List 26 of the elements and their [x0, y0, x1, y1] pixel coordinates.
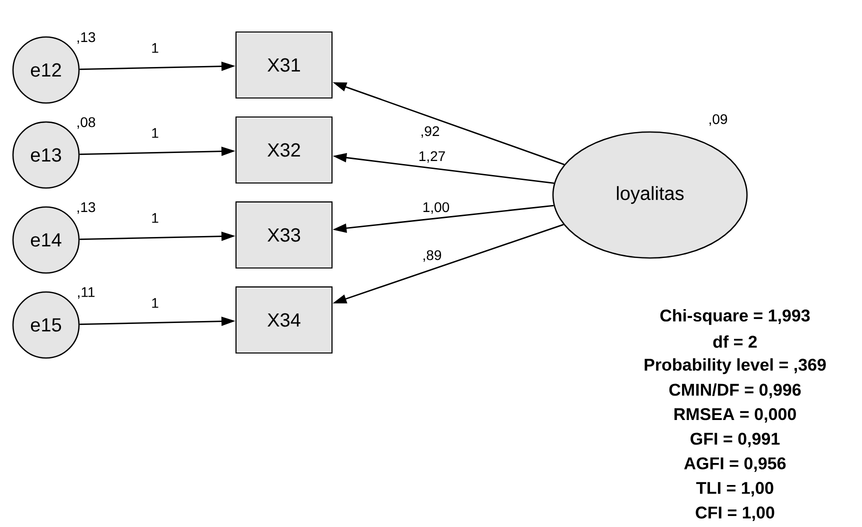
- variance-label: ,11: [78, 287, 95, 299]
- variance-label: ,08: [78, 117, 96, 129]
- fit-statistic: RMSEA = 0,000: [674, 408, 796, 423]
- observed-box: X32: [235, 116, 333, 184]
- fit-statistic: CFI = 1,00: [696, 506, 774, 522]
- observed-box: X33: [235, 201, 333, 269]
- edge-label: ,89: [421, 249, 443, 263]
- fit-statistic: Chi-square = 1,993: [660, 309, 810, 325]
- variance-label: ,09: [710, 114, 728, 126]
- edge-label: 1: [150, 212, 160, 224]
- edge-label: 1: [150, 297, 160, 309]
- fit-statistic: CMIN/DF = 0,996: [669, 383, 801, 398]
- fit-statistic: TLI = 1,00: [696, 482, 774, 496]
- variance-label: ,13: [78, 202, 96, 214]
- edge-label: 1: [150, 127, 160, 139]
- fit-statistic: df = 2: [713, 335, 757, 348]
- edge-label: 1,00: [421, 201, 451, 215]
- edge-label: 1,27: [417, 150, 447, 164]
- observed-box: X31: [235, 31, 333, 99]
- fit-statistic: GFI = 0,991: [690, 432, 780, 448]
- fit-statistic: AGFI = 0,956: [684, 457, 786, 472]
- fit-statistic: Probability level = ,369: [644, 358, 826, 374]
- edge-label: 1: [150, 42, 160, 54]
- edge-label: ,92: [419, 125, 441, 139]
- observed-box: X34: [235, 286, 333, 354]
- variance-label: ,13: [78, 32, 96, 44]
